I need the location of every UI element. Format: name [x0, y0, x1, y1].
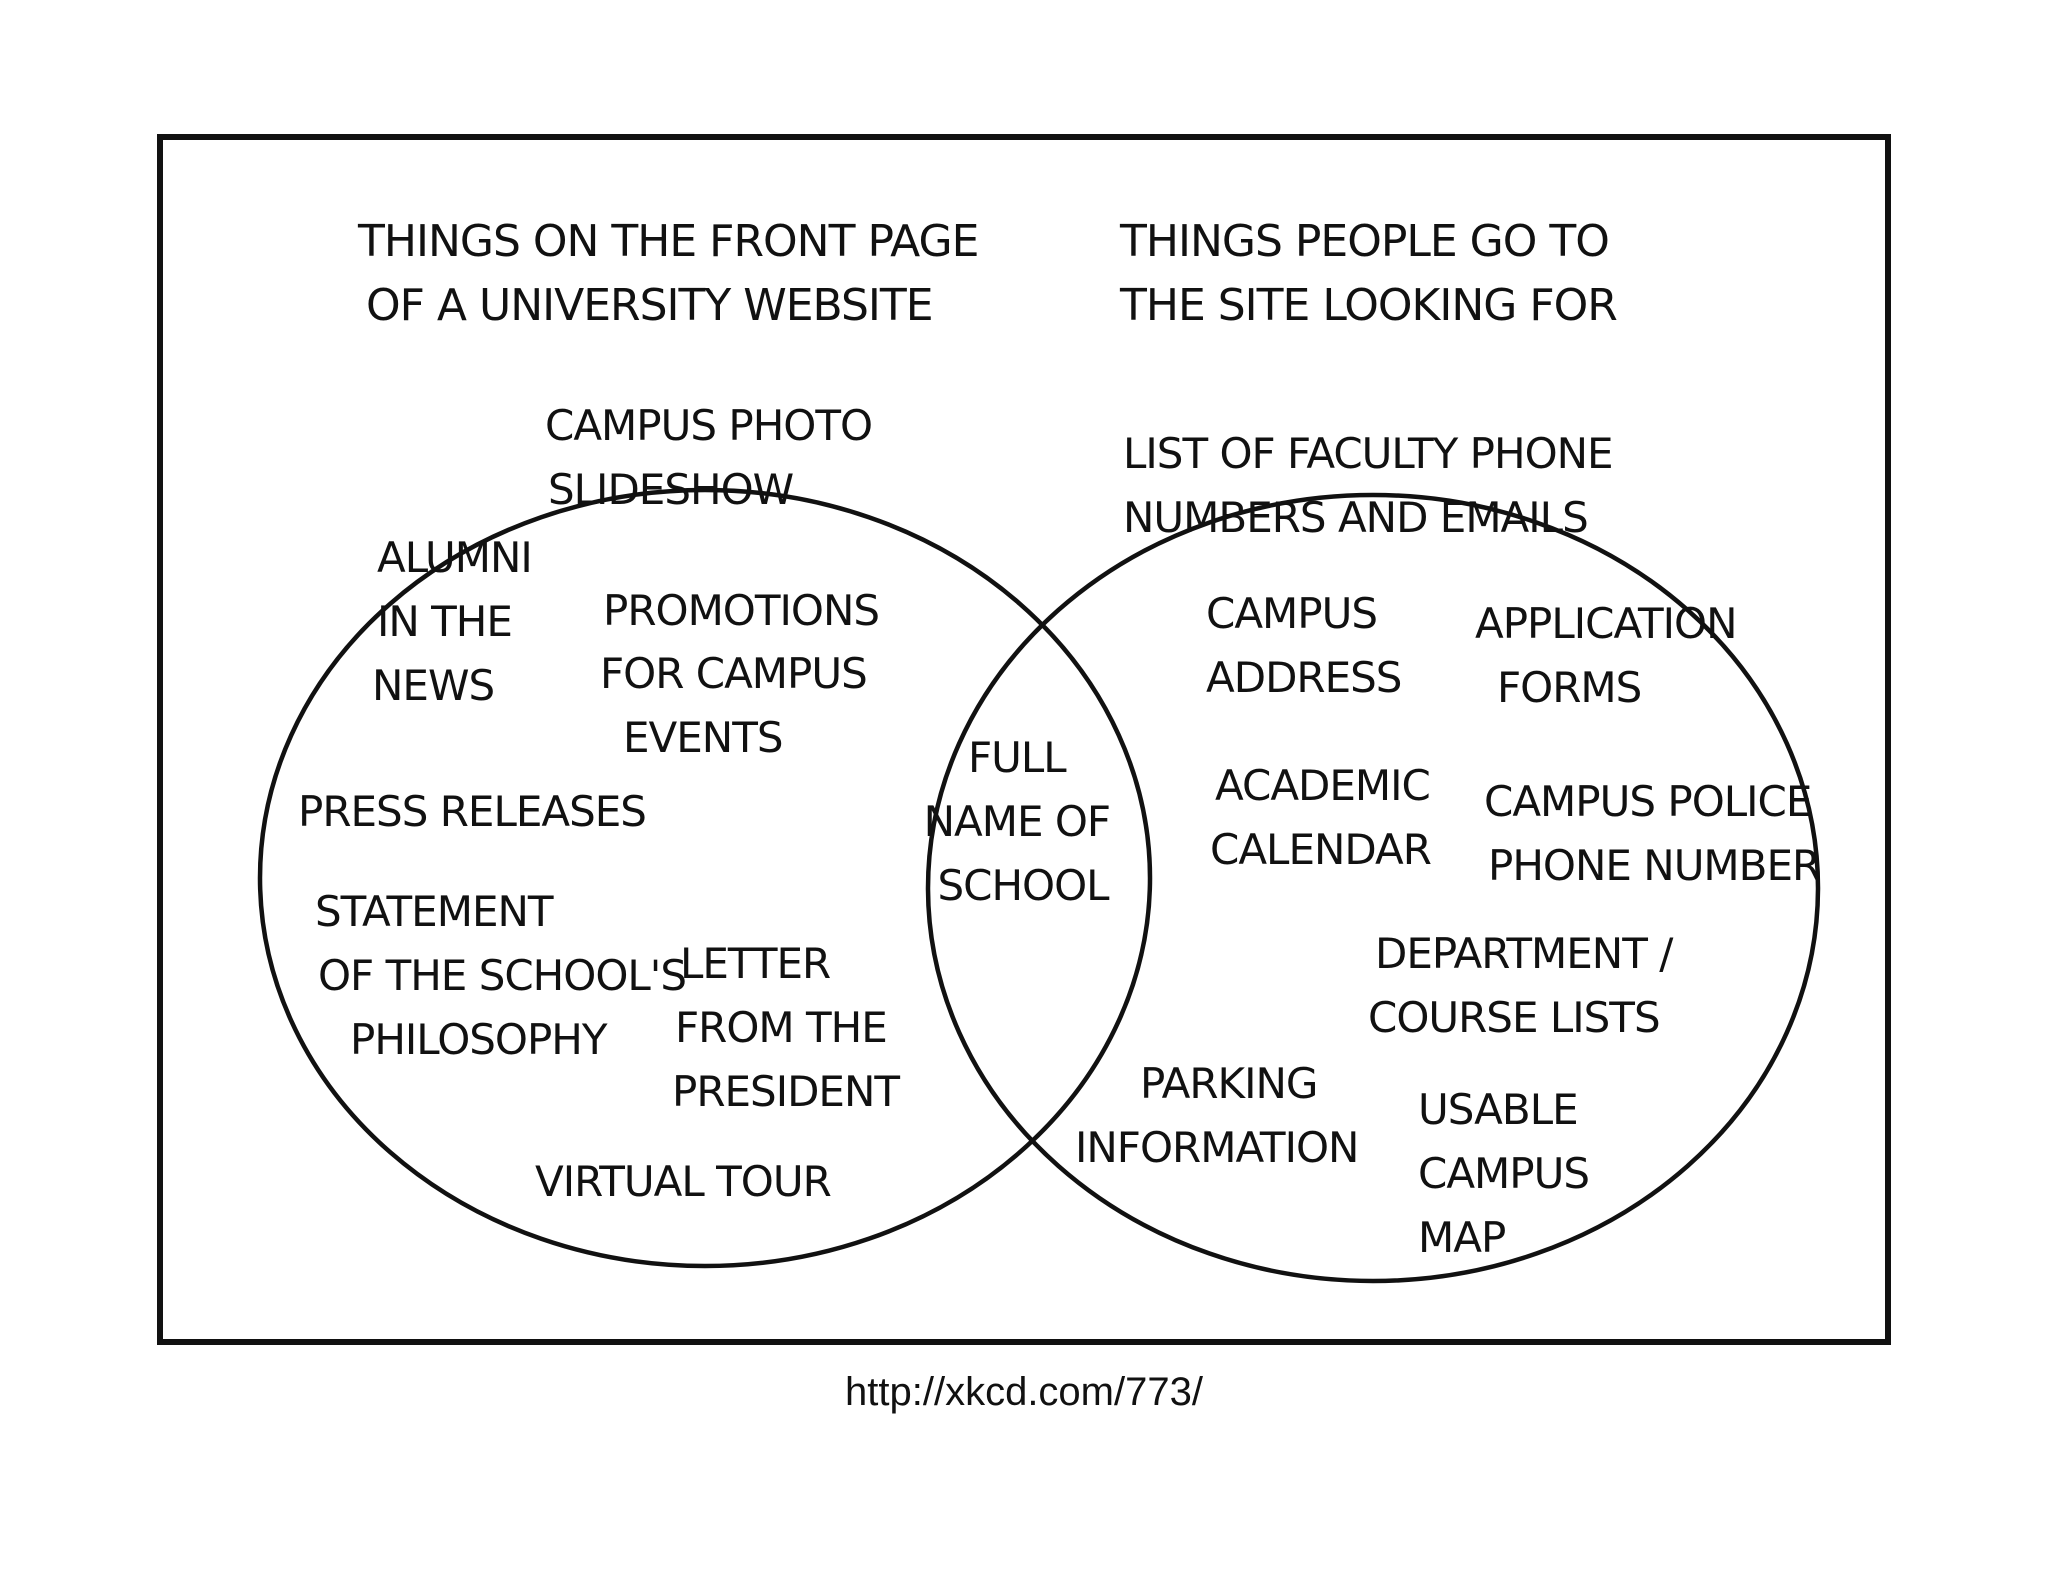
left-set-circle	[257, 487, 1153, 1269]
right-item-campus-police-phone-number: CAMPUS POLICE PHONE NUMBER	[1484, 777, 1824, 890]
left-item-statement-of-philosophy: STATEMENT OF THE SCHOOL'S PHILOSOPHY	[315, 887, 698, 1064]
intersection-item-full-name-of-school: FULL NAME OF SCHOOL	[924, 733, 1123, 910]
right-item-academic-calendar: ACADEMIC CALENDAR	[1210, 761, 1442, 874]
right-item-application-forms: APPLICATION FORMS	[1475, 599, 1749, 712]
right-set-circle	[925, 492, 1821, 1284]
left-item-letter-from-the-president: LETTER FROM THE PRESIDENT	[672, 939, 900, 1116]
right-item-usable-campus-map: USABLE CAMPUS MAP	[1418, 1085, 1601, 1262]
left-item-campus-photo-slideshow: CAMPUS PHOTO SLIDESHOW	[545, 401, 884, 514]
right-set-title: THINGS PEOPLE GO TO THE SITE LOOKING FOR	[1119, 216, 1622, 331]
left-item-promotions-for-campus-events: PROMOTIONS FOR CAMPUS EVENTS	[600, 586, 891, 762]
left-set-title: THINGS ON THE FRONT PAGE OF A UNIVERSITY…	[357, 216, 991, 331]
right-item-faculty-phone-numbers-and-emails: LIST OF FACULTY PHONE NUMBERS AND EMAILS	[1123, 429, 1625, 542]
right-item-department-course-lists: DEPARTMENT / COURSE LISTS	[1368, 929, 1685, 1042]
left-item-virtual-tour: VIRTUAL TOUR	[535, 1157, 831, 1206]
right-item-campus-address: CAMPUS ADDRESS	[1206, 589, 1401, 702]
left-set-title-line: OF A UNIVERSITY WEBSITE	[366, 280, 933, 331]
panel-border	[157, 134, 1891, 1345]
left-item-alumni-in-the-news: ALUMNI IN THE NEWS	[372, 533, 544, 710]
right-set-title-line: THINGS PEOPLE GO TO	[1119, 216, 1609, 267]
right-item-parking-information: PARKING INFORMATION	[1075, 1059, 1358, 1172]
source-url: http://xkcd.com/773/	[845, 1370, 1203, 1414]
right-set-title-line: THE SITE LOOKING FOR	[1119, 280, 1617, 331]
left-item-press-releases: PRESS RELEASES	[298, 787, 646, 836]
left-set-title-line: THINGS ON THE FRONT PAGE	[357, 216, 978, 267]
